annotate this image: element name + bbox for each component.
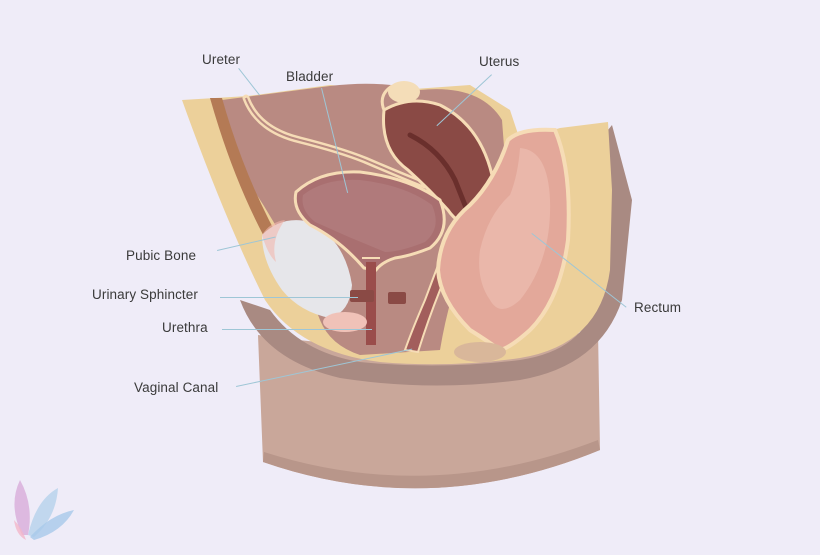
urethra-leader-line [222,329,372,330]
label-bladder: Bladder [286,69,334,84]
urinary-sphincter-right [388,292,406,304]
lotus-logo-icon [14,480,74,540]
label-urinary-sphincter: Urinary Sphincter [92,287,198,302]
spine-stripe [210,98,285,258]
perineum-tissue [454,342,506,362]
urethra [366,262,376,345]
ovary [388,81,420,103]
label-pubic-bone: Pubic Bone [126,248,197,263]
label-ureter: Ureter [202,52,241,67]
label-uterus: Uterus [479,54,520,69]
urinary-sphincter-left [350,290,374,302]
label-urethra: Urethra [162,320,208,335]
label-rectum: Rectum [634,300,682,315]
pubic-bone [262,220,352,318]
label-vaginal-canal: Vaginal Canal [134,380,219,395]
urinary-sphincter-leader-line [220,297,358,298]
